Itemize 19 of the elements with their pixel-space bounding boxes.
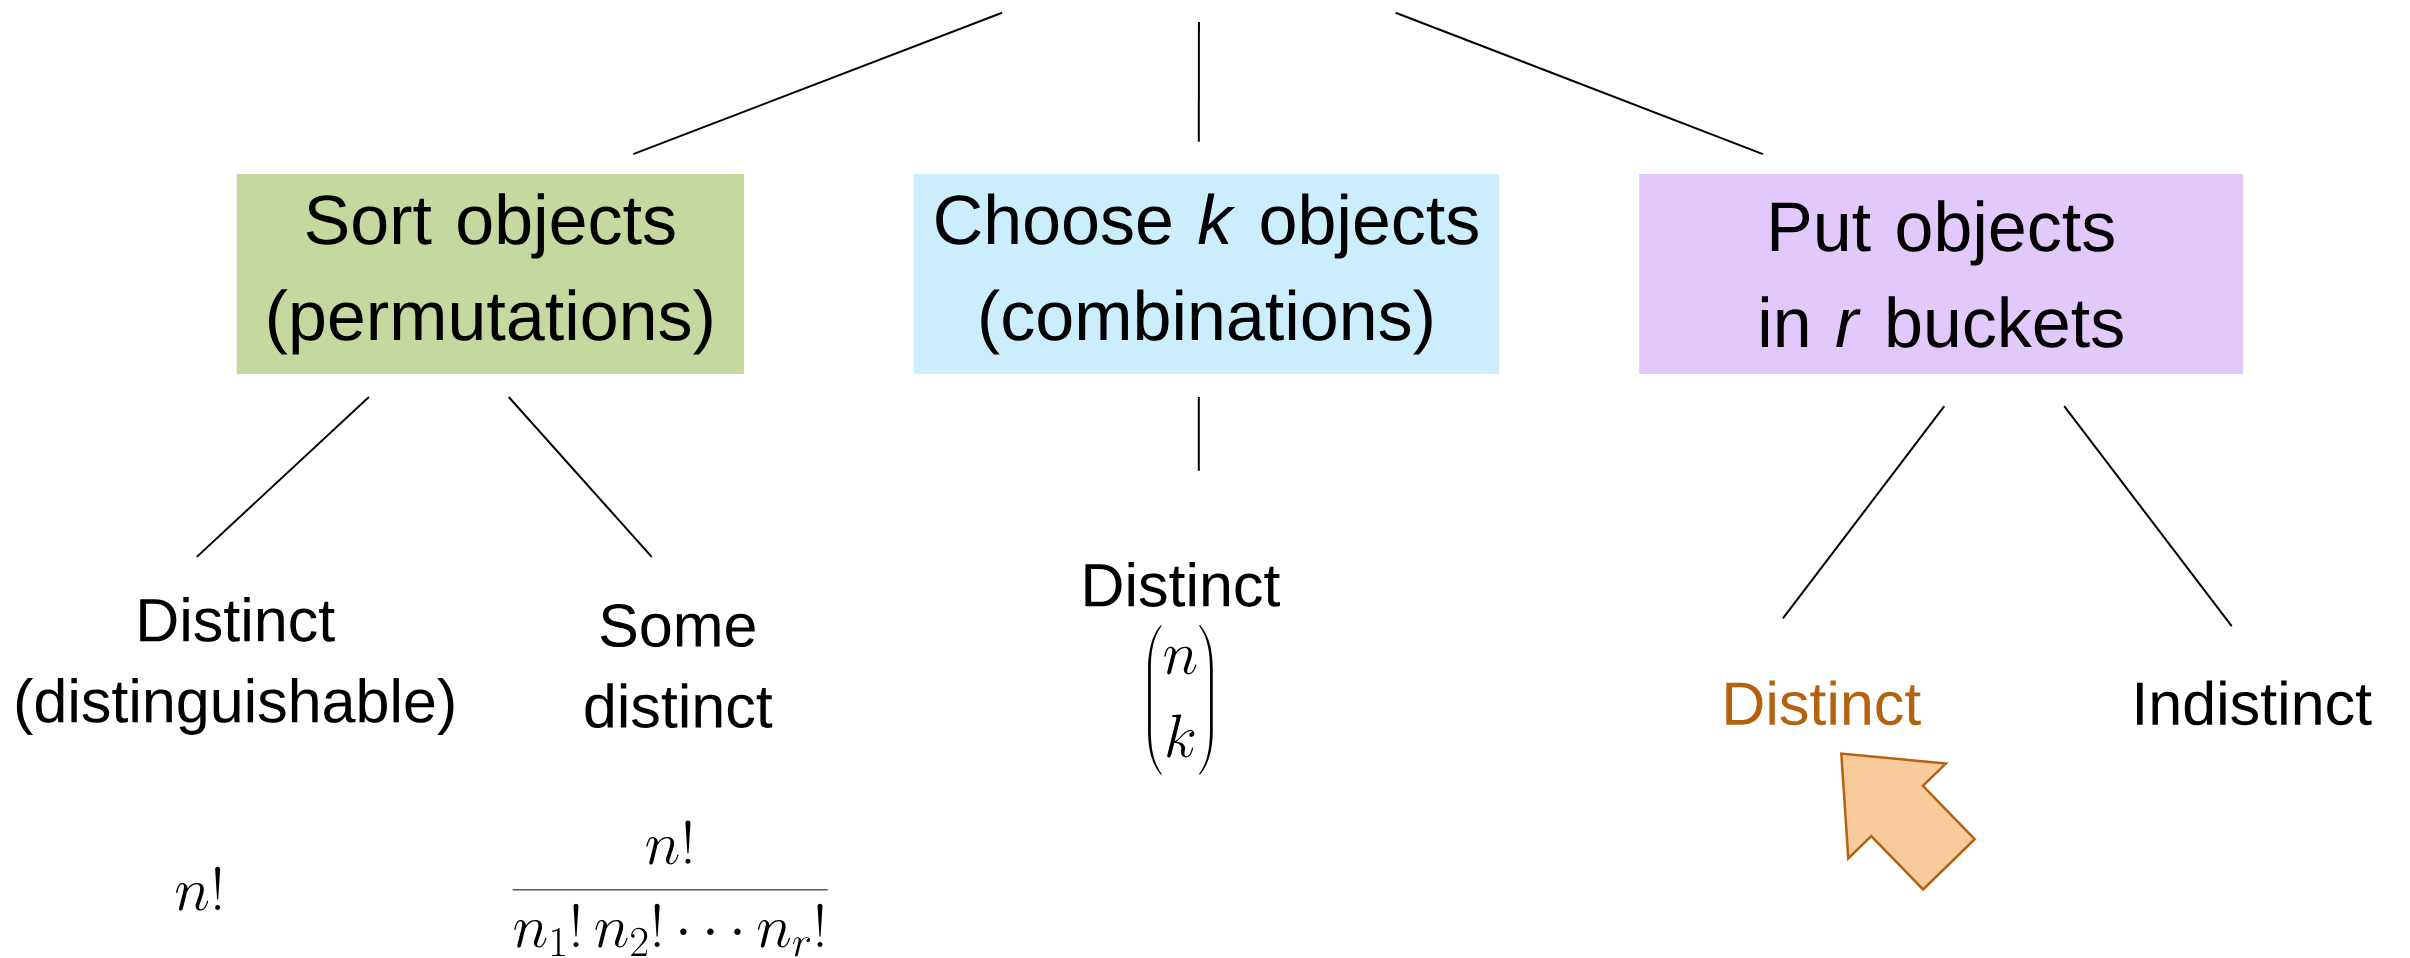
- branch-line: [195, 396, 370, 558]
- case-label: Distinct: [1085, 562, 1280, 607]
- case-label: Distinct: [1726, 680, 1921, 726]
- formula: $\binom{n}{k}$: [1148, 625, 1213, 775]
- branch-line: [1197, 396, 1200, 472]
- category-box: Put objects in r buckets: [1639, 174, 2244, 374]
- branch-line: [2063, 405, 2233, 628]
- case-label: Some distinct: [585, 603, 773, 729]
- branch-line: [1197, 21, 1200, 143]
- formula: $\frac{n!}{n_1!\,n_2!\cdots n_r!}$: [512, 820, 828, 957]
- category-box: Choose k objects (combinations): [913, 174, 1500, 374]
- case-label: Indistinct: [2137, 680, 2372, 726]
- case-label: Distinct (distinguishable): [16, 597, 454, 735]
- category-box: Sort objects (permutations): [236, 174, 744, 374]
- branch-line: [507, 396, 653, 558]
- branch-line: [632, 11, 1004, 156]
- branch-line: [1394, 11, 1764, 156]
- branch-line: [1781, 405, 1946, 620]
- formula: $n!$: [176, 866, 221, 911]
